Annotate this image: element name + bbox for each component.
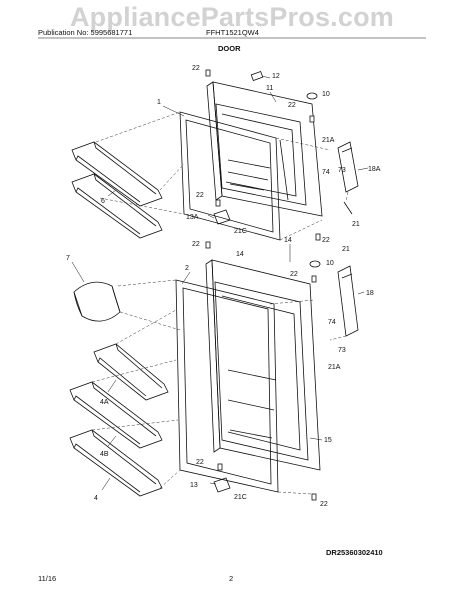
callout-73-lower: 73 xyxy=(338,347,346,354)
leader-12 xyxy=(261,75,271,79)
leader-4b xyxy=(107,435,117,447)
callout-73-upper: 73 xyxy=(338,167,346,174)
freezer-hinge-screw xyxy=(343,201,353,215)
screw-22-a xyxy=(205,69,211,77)
freezer-shelf-6b xyxy=(71,173,163,239)
diagram-id: DR25360302410 xyxy=(326,548,383,557)
callout-4: 4 xyxy=(94,495,98,502)
callout-21c-lower: 21C xyxy=(234,494,247,501)
callout-10-lower: 10 xyxy=(326,260,334,267)
screw-22-e xyxy=(205,241,211,249)
fresh-food-hinge xyxy=(337,265,359,337)
leader-4a xyxy=(107,379,117,393)
fresh-food-door-panel xyxy=(205,259,321,471)
callout-21a-lower: 21A xyxy=(328,364,341,371)
freezer-hinge xyxy=(337,141,359,193)
freezer-shelf-6a xyxy=(71,141,163,207)
callout-14-upper: 14 xyxy=(284,237,292,244)
leader-1 xyxy=(162,105,185,117)
callout-21c-upper: 21C xyxy=(234,228,247,235)
door-stop-13a xyxy=(213,209,231,225)
callout-12: 12 xyxy=(272,73,280,80)
callout-18: 18 xyxy=(366,290,374,297)
watermark: AppliancePartsPros.com xyxy=(69,2,394,32)
callout-22-c: 22 xyxy=(196,192,204,199)
door-shelf-4 xyxy=(69,429,163,497)
leader-7 xyxy=(71,261,85,283)
callout-22-e: 22 xyxy=(192,241,200,248)
leader-15 xyxy=(309,437,323,441)
callout-4a: 4A xyxy=(100,399,109,406)
door-stop-13 xyxy=(213,477,231,493)
callout-21a-upper: 21A xyxy=(322,137,335,144)
callout-1: 1 xyxy=(157,99,161,106)
hinge-cover-12 xyxy=(250,70,264,82)
leader-18a xyxy=(357,167,369,171)
callout-22-h: 22 xyxy=(320,501,328,508)
callout-22-f: 22 xyxy=(290,271,298,278)
screw-22-g xyxy=(217,463,223,471)
screw-22-f xyxy=(311,275,317,283)
callout-11: 11 xyxy=(266,85,273,92)
leader-11 xyxy=(269,91,277,103)
model-number: FFHT1521QW4 xyxy=(206,28,259,37)
publication-number: Publication No: 5995681771 xyxy=(38,28,133,37)
screw-22-h xyxy=(311,493,317,501)
section-title: DOOR xyxy=(218,44,241,53)
door-shelf-4b xyxy=(69,381,163,449)
callout-18a: 18A xyxy=(368,166,381,173)
callout-10-upper: 10 xyxy=(322,91,330,98)
callout-22-g: 22 xyxy=(196,459,204,466)
callout-13a: 13A xyxy=(186,214,199,221)
dairy-door-7 xyxy=(73,281,121,322)
callout-74-lower: 74 xyxy=(328,319,336,326)
freezer-door-panel xyxy=(206,81,323,217)
callout-14-lower: 14 xyxy=(236,251,244,258)
callout-7: 7 xyxy=(66,255,70,262)
leader-13 xyxy=(209,482,217,485)
fresh-food-door-gasket xyxy=(175,279,279,493)
page-number: 2 xyxy=(229,574,234,583)
footer-date: 11/16 xyxy=(38,574,57,583)
plug-10-upper xyxy=(306,92,318,100)
leader-4 xyxy=(101,477,111,491)
callout-22-b: 22 xyxy=(288,102,296,109)
screw-22-c xyxy=(215,199,221,207)
screw-22-b xyxy=(309,115,315,123)
callout-2: 2 xyxy=(185,265,189,272)
callout-6: 6 xyxy=(101,198,105,205)
plug-10-lower xyxy=(309,260,321,268)
callout-22-a: 22 xyxy=(192,65,200,72)
callout-21-upper: 21 xyxy=(352,221,360,228)
leader-6 xyxy=(107,189,117,197)
callout-22-d: 22 xyxy=(322,237,330,244)
callout-13: 13 xyxy=(190,482,198,489)
callout-15: 15 xyxy=(324,437,332,444)
callout-74-upper: 74 xyxy=(322,169,330,176)
callout-21-lower: 21 xyxy=(342,246,350,253)
leader-13a xyxy=(207,214,215,219)
leader-18 xyxy=(357,291,365,295)
screw-22-d xyxy=(315,233,321,241)
callout-4b: 4B xyxy=(100,451,109,458)
leader-2 xyxy=(181,271,191,285)
